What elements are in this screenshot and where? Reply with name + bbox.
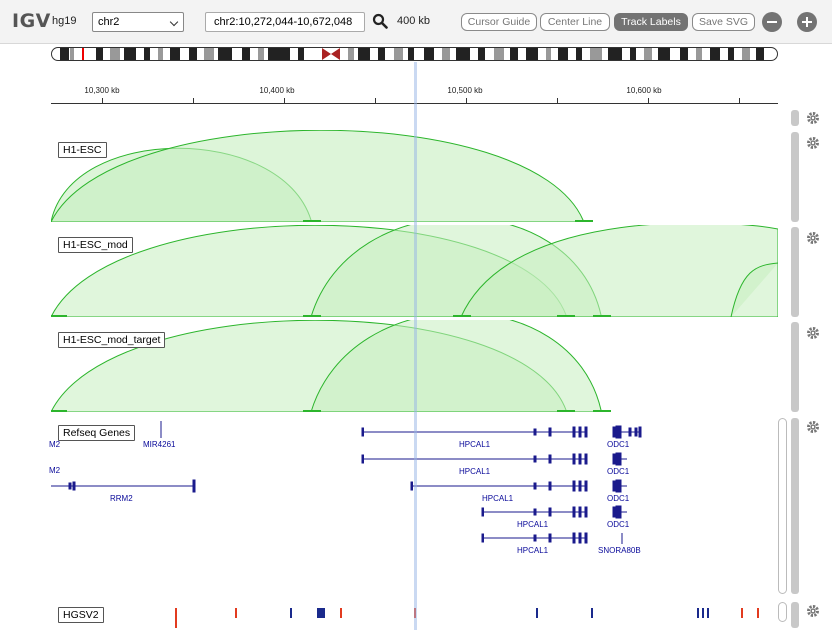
sv-feature[interactable] (317, 608, 325, 618)
chromosome-value: chr2 (98, 16, 120, 28)
sv-feature[interactable] (235, 608, 237, 618)
interaction-arcs (51, 225, 778, 317)
interaction-arcs (51, 130, 593, 222)
gear-icon[interactable] (806, 111, 820, 125)
track-drag-handle[interactable] (791, 602, 799, 628)
search-icon[interactable] (372, 13, 388, 29)
gene-label: ODC1 (607, 494, 630, 503)
gear-icon[interactable] (806, 326, 820, 340)
track-label: H1-ESC_mod (58, 237, 133, 253)
chromosome-ideogram[interactable] (51, 47, 778, 61)
track-scrollbar[interactable] (778, 602, 787, 622)
gene-label: HPCAL1 (459, 467, 491, 476)
gene-label: HPCAL1 (517, 520, 549, 529)
gene-label: RRM2 (110, 494, 133, 503)
locus-input[interactable]: chr2:10,272,044-10,672,048 (205, 12, 365, 32)
gear-icon[interactable] (806, 231, 820, 245)
igv-logo: IGV (12, 10, 51, 32)
interaction-track-h1-esc-mod-target[interactable]: H1-ESC_mod_target (51, 320, 778, 412)
interaction-track-h1-esc[interactable]: H1-ESC (51, 130, 778, 222)
gene-label: SNORA80B (598, 546, 641, 555)
sv-feature[interactable] (757, 608, 759, 618)
gear-icon[interactable] (806, 420, 820, 434)
zoom-in-icon[interactable] (797, 12, 817, 32)
chromosome-select[interactable]: chr2 (92, 12, 184, 32)
track-drag-handle[interactable] (791, 322, 799, 412)
genome-label[interactable]: hg19 (52, 15, 77, 27)
gene-label: ODC1 (607, 520, 630, 529)
interaction-track-h1-esc-mod[interactable]: H1-ESC_mod (51, 225, 778, 317)
track-labels-button[interactable]: Track Labels (614, 13, 688, 31)
gear-icon[interactable] (806, 136, 820, 150)
sv-feature[interactable] (741, 608, 743, 618)
sv-feature[interactable] (591, 608, 593, 618)
sv-feature[interactable] (340, 608, 342, 618)
sv-feature[interactable] (175, 608, 177, 628)
ruler-tick-label: 10,300 kb (84, 86, 120, 95)
zoom-out-icon[interactable] (762, 12, 782, 32)
save-svg-button[interactable]: Save SVG (692, 13, 755, 31)
gene-label: HPCAL1 (459, 440, 491, 449)
gene-label: M2 (49, 440, 61, 449)
center-line-button[interactable]: Center Line (540, 13, 610, 31)
refseq-genes-track[interactable]: Refseq Genes M2 MIR4261 M2 RRM2 HPCAL1 H… (49, 416, 778, 596)
gene-label: M2 (49, 466, 61, 475)
cursor-guide-button[interactable]: Cursor Guide (461, 13, 537, 31)
interaction-arcs (51, 320, 611, 412)
gene-label: HPCAL1 (517, 546, 549, 555)
sv-feature[interactable] (536, 608, 538, 618)
zoom-width-label: 400 kb (397, 15, 431, 27)
track-drag-handle[interactable] (791, 227, 799, 317)
track-drag-handle[interactable] (791, 132, 799, 222)
track-label: H1-ESC (58, 142, 107, 158)
track-label: HGSV2 (58, 607, 104, 623)
current-region-marker (82, 48, 84, 60)
chevron-down-icon (169, 17, 179, 27)
track-label: Refseq Genes (58, 425, 136, 441)
gene-features (51, 421, 642, 544)
gene-label: MIR4261 (143, 440, 176, 449)
track-label: H1-ESC_mod_target (58, 332, 166, 348)
track-drag-handle[interactable] (791, 110, 799, 126)
center-line-guide (414, 62, 417, 630)
gene-label: ODC1 (607, 467, 630, 476)
sv-feature[interactable] (697, 608, 711, 618)
navbar: IGV hg19 chr2 chr2:10,272,044-10,672,048… (0, 0, 832, 44)
gear-icon[interactable] (806, 604, 820, 618)
sv-feature[interactable] (290, 608, 292, 618)
ruler-tick-label: 10,500 kb (447, 86, 483, 95)
ruler-tick-label: 10,600 kb (626, 86, 662, 95)
hgsv2-track[interactable]: HGSV2 (51, 600, 778, 630)
gene-label: ODC1 (607, 440, 630, 449)
ruler-tick-label: 10,400 kb (259, 86, 295, 95)
gene-label: HPCAL1 (482, 494, 514, 503)
track-scrollbar[interactable] (778, 418, 787, 594)
track-drag-handle[interactable] (791, 418, 799, 594)
